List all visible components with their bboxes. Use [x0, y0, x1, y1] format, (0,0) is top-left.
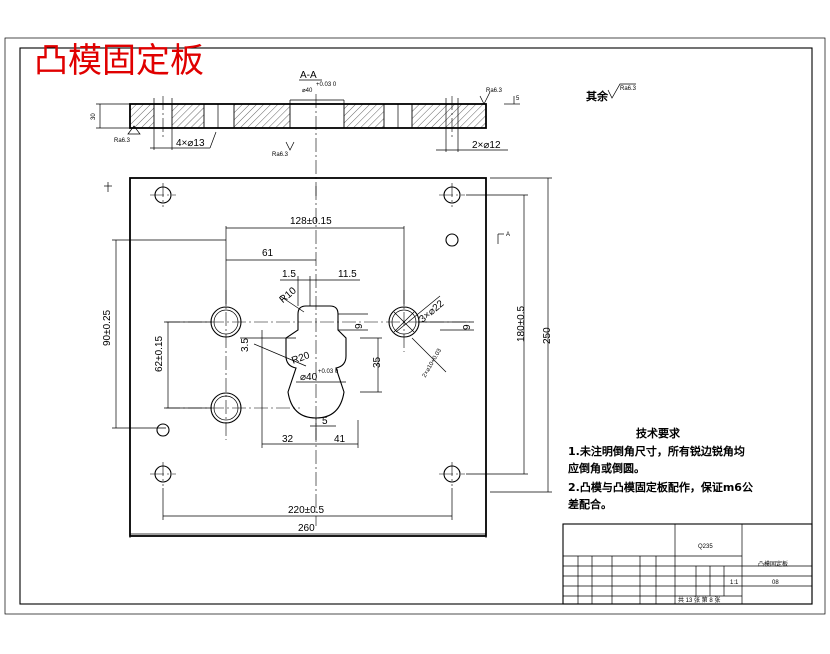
dim-62: 62±0.15 — [154, 335, 165, 372]
section-view: A-A ⌀40 +0.03 0 — [91, 70, 520, 196]
dim-32: 32 — [282, 434, 294, 445]
pin-note: 2×⌀10+0.03 — [422, 347, 444, 379]
section-bore-dim: ⌀40 — [302, 88, 313, 94]
tech-line-1: 1.未注明倒角尺寸，所有锐边锐角均 — [568, 444, 745, 458]
dim-250: 250 — [542, 327, 553, 344]
sheet-number: 共 13 张 第 8 张 — [678, 596, 720, 604]
outer-border — [4, 37, 826, 615]
dim-3-5: 3.5 — [240, 338, 251, 352]
dim-1-5: 1.5 — [282, 269, 296, 280]
scale: 1:1 — [730, 580, 739, 586]
inner-border — [19, 47, 813, 605]
plate-outline — [129, 177, 487, 537]
section-mark: A — [506, 232, 510, 238]
tech-line-3: 2.凸模与凸模固定板配作，保证m6公 — [568, 480, 753, 494]
holes-right-dim: 2×⌀12 — [472, 140, 501, 151]
roughness-left: Ra6.3 — [114, 138, 131, 144]
dim-11-5: 11.5 — [338, 269, 357, 280]
tech-heading: 技术要求 — [636, 426, 681, 440]
roughness-bottom: Ra6.3 — [272, 152, 289, 158]
dim-128: 128±0.15 — [290, 216, 332, 227]
roughness-other: Ra6.3 — [620, 86, 637, 92]
dim-9b: 9 — [462, 324, 473, 330]
surface-note: 其余 — [586, 89, 609, 103]
dim-d40-tol: +0.03 0 — [318, 369, 339, 375]
section-label: A-A — [300, 70, 317, 81]
svg-text:5: 5 — [516, 96, 520, 102]
dim-d40: ⌀40 — [300, 372, 318, 383]
holes-left-dim: 4×⌀13 — [176, 138, 205, 149]
section-thickness: 30 — [91, 113, 97, 120]
part-name: 凸模固定板 — [758, 560, 788, 568]
dim-260: 260 — [298, 523, 315, 534]
drawing-title: 凸模固定板 — [34, 41, 204, 81]
dim-5: 5 — [322, 416, 328, 427]
tech-line-2: 应倒角或倒圆。 — [568, 461, 645, 475]
dim-r10: R10 — [278, 285, 299, 306]
punch-profile — [285, 305, 347, 419]
dim-61: 61 — [262, 248, 274, 259]
roughness-right: Ra6.3 — [486, 88, 503, 94]
plan-view: 128±0.15 61 1.5 11.5 R10 3×⌀22 9 9 3.5 R… — [102, 177, 553, 538]
dim-35: 35 — [372, 356, 383, 368]
tech-requirements: 技术要求 1.未注明倒角尺寸，所有锐边锐角均 应倒角或倒圆。 2.凸模与凸模固定… — [568, 426, 753, 511]
section-bore-tol: +0.03 0 — [316, 82, 337, 88]
title-block: Q235 凸模固定板 1:1 08 共 13 张 第 8 张 — [562, 523, 813, 605]
dim-180: 180±0.5 — [516, 305, 527, 342]
tech-line-4: 差配合。 — [568, 497, 612, 511]
drawing-code: 08 — [772, 580, 779, 586]
dim-41: 41 — [334, 434, 346, 445]
dim-220: 220±0.5 — [288, 505, 325, 516]
dim-90: 90±0.25 — [102, 309, 113, 346]
dim-9a: 9 — [354, 323, 365, 329]
material: Q235 — [698, 544, 713, 550]
